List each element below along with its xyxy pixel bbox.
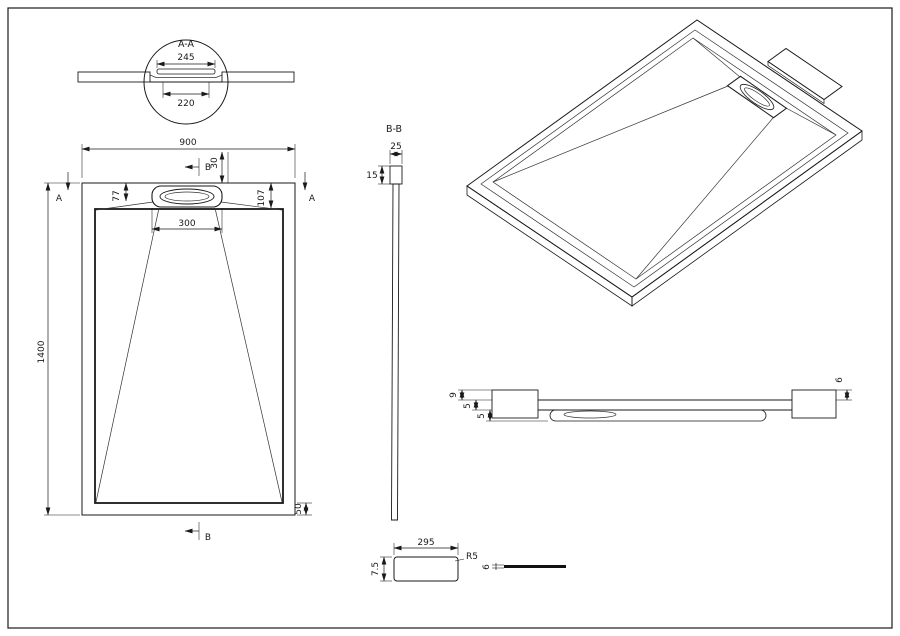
section-title-aa: A-A bbox=[178, 39, 195, 50]
tray-rim-line bbox=[480, 29, 849, 288]
section-bb-view: B-B 25 15 bbox=[366, 124, 403, 521]
tray-floor-face bbox=[492, 37, 837, 280]
section-strip-head bbox=[389, 165, 403, 185]
drain-oval bbox=[159, 188, 215, 205]
tray-top-face bbox=[466, 19, 863, 298]
drain-oval-inner bbox=[164, 191, 210, 202]
dim-900: 900 bbox=[179, 138, 196, 148]
dim-r5: R5 bbox=[466, 552, 478, 562]
tray-inner-outline bbox=[94, 208, 284, 504]
slope-line bbox=[692, 37, 741, 78]
section-bar-left bbox=[77, 71, 151, 83]
slope-line bbox=[214, 207, 283, 503]
dim-25: 25 bbox=[390, 142, 401, 152]
drain-recess-profile bbox=[149, 72, 223, 78]
section-marker-a-right: A bbox=[309, 194, 316, 204]
section-block-right bbox=[791, 389, 837, 419]
side-section-view: 9 5 5 6 bbox=[449, 377, 852, 422]
dim-50: 50 bbox=[294, 503, 304, 515]
detail-view-a-a: A-A 245 220 bbox=[77, 39, 295, 125]
drain-trap-oval bbox=[563, 410, 617, 419]
dim-7-5: 7.5 bbox=[371, 562, 381, 576]
drain-channel-profile bbox=[549, 409, 767, 422]
section-strip-body bbox=[391, 183, 400, 521]
drain-opening-iso bbox=[726, 75, 788, 119]
tray-side-face-left bbox=[466, 185, 633, 307]
slope-line bbox=[492, 85, 729, 183]
drain-cover-section bbox=[156, 68, 216, 75]
section-bar-right bbox=[221, 71, 295, 83]
dim-5a: 5 bbox=[463, 403, 473, 409]
slope-line bbox=[785, 107, 837, 136]
drain-cover-iso bbox=[767, 47, 843, 101]
drain-outline bbox=[151, 185, 223, 208]
dim-245: 245 bbox=[177, 53, 194, 63]
section-marker-b-top: B bbox=[205, 163, 211, 173]
slope-line bbox=[95, 201, 154, 211]
tray-outer-outline bbox=[81, 182, 296, 516]
slope-line bbox=[635, 117, 774, 280]
slope-line bbox=[220, 201, 283, 211]
section-marker-a-left: A bbox=[56, 194, 63, 204]
cover-detail-view: 295 7.5 R5 6 bbox=[371, 538, 566, 582]
dim-220: 220 bbox=[177, 99, 194, 109]
sheet-border bbox=[7, 7, 893, 629]
dim-77: 77 bbox=[112, 190, 122, 201]
plan-view: 900 1400 300 77 107 30 50 A A B bbox=[37, 138, 316, 543]
dim-6-right: 6 bbox=[835, 377, 845, 383]
dim-15: 15 bbox=[366, 171, 377, 181]
dim-107: 107 bbox=[257, 189, 267, 206]
leader-line bbox=[454, 558, 465, 562]
isometric-view bbox=[466, 19, 863, 307]
dim-295: 295 bbox=[417, 538, 434, 548]
dim-300: 300 bbox=[178, 219, 195, 229]
cover-edge-view bbox=[504, 565, 566, 568]
dim-5b: 5 bbox=[477, 413, 487, 419]
section-marker-b-bottom: B bbox=[205, 533, 211, 543]
drain-oval-iso bbox=[739, 83, 775, 111]
dim-6-cover: 6 bbox=[482, 564, 492, 570]
dim-30: 30 bbox=[210, 157, 220, 169]
cover-plan-outline bbox=[393, 556, 459, 582]
slope-line bbox=[95, 207, 160, 503]
dim-1400: 1400 bbox=[37, 340, 47, 363]
section-title-bb: B-B bbox=[386, 124, 402, 135]
dim-9: 9 bbox=[449, 392, 459, 398]
section-block-left bbox=[491, 389, 539, 419]
tray-side-face-right bbox=[631, 130, 863, 307]
